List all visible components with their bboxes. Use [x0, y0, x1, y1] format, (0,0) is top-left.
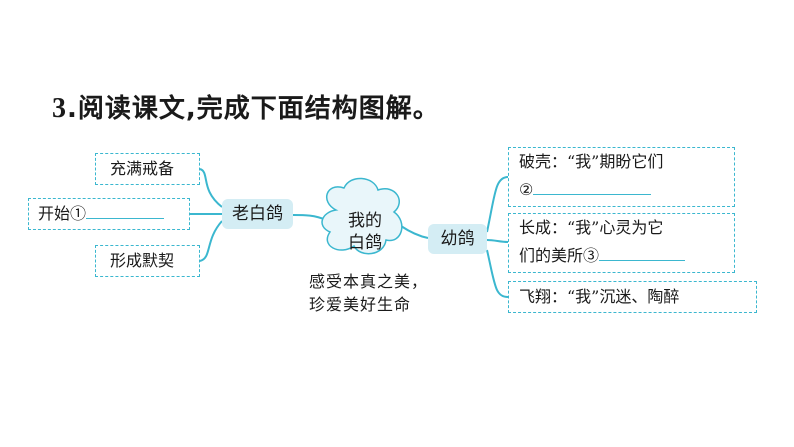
- connector-center-right: [400, 225, 429, 239]
- left-item-start-circle: ①: [70, 204, 87, 223]
- right-item-fly: 飞翔：“我”沉迷、陶醉: [508, 281, 757, 313]
- right-item-grow-line-2: 们的美所: [519, 246, 584, 265]
- left-item-wary-text: 充满戒备: [110, 159, 175, 178]
- center-line-2: 白鸽: [348, 233, 382, 253]
- node-young-pigeon: 幼鸽: [428, 224, 487, 254]
- answer-blank-3[interactable]: [599, 242, 686, 261]
- center-cloud-shape: [321, 177, 403, 255]
- connector-left-bottom: [199, 220, 223, 262]
- answer-blank-2[interactable]: [533, 176, 652, 195]
- connector-left-top: [199, 168, 223, 208]
- right-item-fly-text: 飞翔：“我”沉迷、陶醉: [519, 287, 680, 306]
- theme-text: 感受本真之美， 珍爱美好生命: [309, 270, 428, 316]
- center-line-1: 我的: [348, 211, 382, 231]
- connector-right-mid: [486, 239, 509, 243]
- right-item-grow-circle: ③: [583, 246, 600, 265]
- left-item-start-text: 开始: [38, 204, 71, 223]
- left-item-tacit-text: 形成默契: [110, 251, 175, 270]
- connector-right-bottom: [486, 249, 509, 298]
- right-item-grow-line-1: 长成：“我”心灵为它: [519, 218, 664, 237]
- left-item-tacit: 形成默契: [95, 245, 200, 277]
- answer-blank-1[interactable]: [86, 200, 165, 219]
- connector-right-top: [486, 176, 509, 233]
- left-item-wary: 充满戒备: [95, 153, 200, 185]
- right-item-grow: 长成：“我”心灵为它 们的美所③: [508, 213, 735, 273]
- right-item-hatch-line-1: 破壳：“我”期盼它们: [519, 152, 664, 171]
- theme-line-1: 感受本真之美，: [309, 272, 429, 291]
- question-number: 3: [52, 93, 67, 124]
- center-topic: 我的 白鸽: [331, 210, 399, 254]
- question-text: .阅读课文,完成下面结构图解。: [67, 94, 440, 124]
- left-item-start: 开始①: [28, 198, 190, 230]
- connector-left-center: [292, 214, 327, 221]
- node-old-pigeon: 老白鸽: [222, 199, 293, 229]
- theme-line-2: 珍爱美好生命: [309, 295, 412, 314]
- right-item-hatch: 破壳：“我”期盼它们 ②: [508, 147, 735, 207]
- question-title: 3.阅读课文,完成下面结构图解。: [52, 88, 440, 125]
- right-item-hatch-circle: ②: [519, 180, 534, 199]
